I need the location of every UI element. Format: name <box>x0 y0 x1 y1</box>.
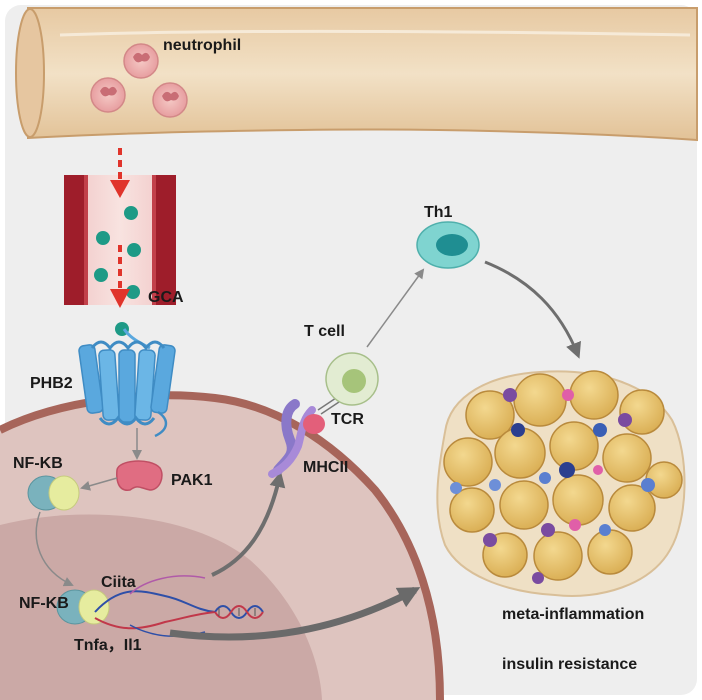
phb2-label: PHB2 <box>30 375 73 392</box>
th1-label: Th1 <box>424 204 453 221</box>
blood-vessel <box>15 7 698 142</box>
cytokine-to-adipose-arrow <box>169 586 421 641</box>
adipose-tissue-icon <box>436 370 686 597</box>
ciita-to-mhcii-arrow <box>211 471 286 577</box>
nfkb-bottom-label: NF-KB <box>19 595 69 612</box>
nfkb-icon <box>27 475 80 511</box>
nfkb-icon <box>56 589 110 625</box>
pak1-label: PAK1 <box>171 472 213 489</box>
mhcii-icon <box>268 399 325 478</box>
red-dashed-arrow <box>110 148 130 308</box>
nucleus <box>0 514 322 700</box>
gca-label: GCA <box>148 289 184 306</box>
t-cell-icon <box>325 352 379 406</box>
tcell-to-th1-arrow <box>366 268 425 348</box>
pak1-to-nfkb-arrow <box>80 477 118 491</box>
nfkb-translocation-arrow <box>35 511 74 587</box>
t-cell-label: T cell <box>304 323 345 340</box>
insulin-resistance-label: insulin resistance <box>502 656 637 673</box>
nfkb-top-label: NF-KB <box>13 455 63 472</box>
pak1-icon <box>116 460 163 491</box>
phb2-receptor-icon <box>78 328 176 438</box>
th1-icon <box>416 221 480 269</box>
tcr-label: TCR <box>331 411 364 428</box>
neutrophil-icon <box>90 43 188 118</box>
mhcii-label: MHCII <box>303 459 348 476</box>
neutrophil-label: neutrophil <box>163 37 241 54</box>
tcr-icon <box>317 397 340 415</box>
ciita-label: Ciita <box>101 574 136 591</box>
th1-to-adipose-arrow <box>484 260 581 359</box>
meta-inflammation-label: meta-inflammation <box>502 606 644 623</box>
tnfa-il1-label: Tnfa，Il1 <box>74 637 142 654</box>
